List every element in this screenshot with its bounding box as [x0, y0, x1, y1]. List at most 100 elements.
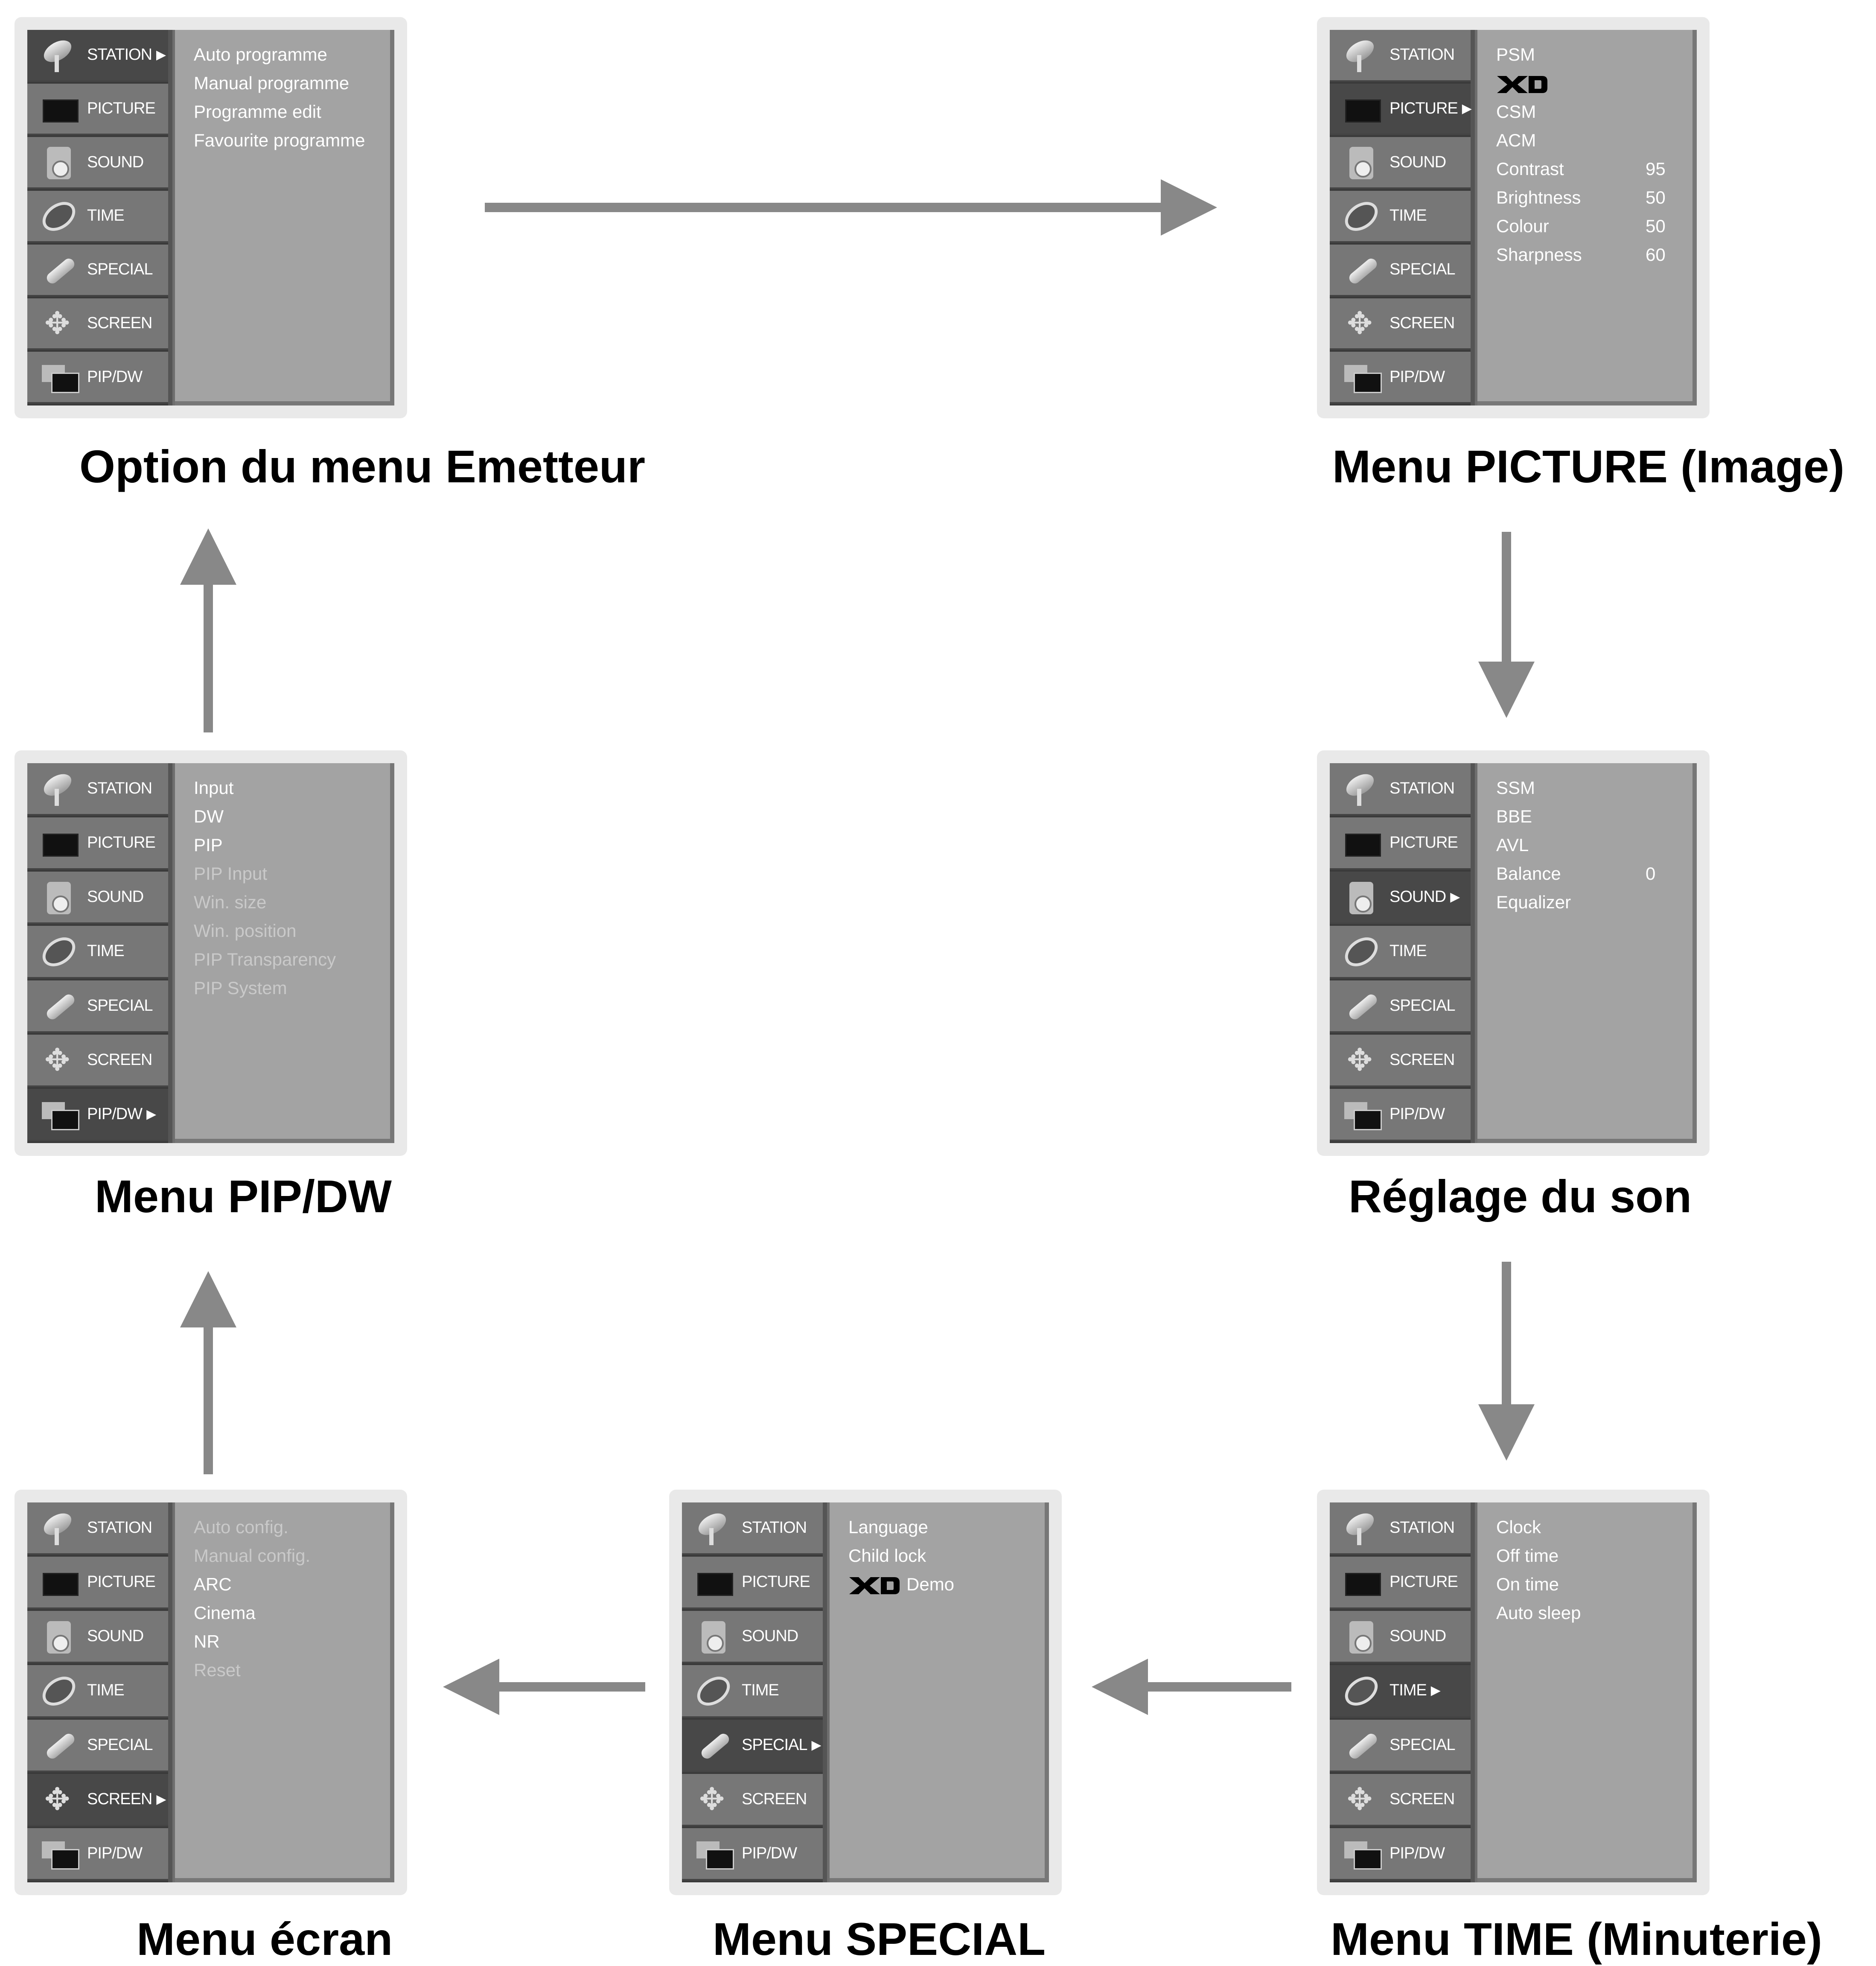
- nav-item-sound[interactable]: SOUND: [27, 872, 168, 925]
- nav-item-pipdw[interactable]: PIP/DW▶: [27, 1088, 168, 1141]
- submenu-item[interactable]: Off time: [1496, 1546, 1558, 1566]
- submenu-item[interactable]: Cinema: [194, 1603, 256, 1623]
- main-nav: STATIONPICTURESOUNDTIMESPECIAL▶SCREENPIP…: [682, 1502, 823, 1882]
- nav-label: SCREEN: [87, 1790, 152, 1808]
- nav-item-special[interactable]: SPECIAL: [1330, 980, 1471, 1033]
- submenu-item[interactable]: AVL: [1496, 835, 1529, 855]
- nav-item-screen[interactable]: SCREEN: [1330, 1034, 1471, 1087]
- submenu-item[interactable]: NR: [194, 1631, 220, 1652]
- nav-item-special[interactable]: SPECIAL: [27, 1719, 168, 1772]
- submenu-item[interactable]: Input: [194, 778, 233, 798]
- nav-item-time[interactable]: TIME: [27, 1665, 168, 1718]
- submenu-item[interactable]: Clock: [1496, 1517, 1541, 1537]
- submenu-item[interactable]: SSM: [1496, 778, 1535, 798]
- submenu-item: Win. position: [194, 921, 296, 941]
- nav-item-special[interactable]: SPECIAL: [27, 980, 168, 1033]
- nav-label: SCREEN: [1390, 1050, 1455, 1069]
- submenu-item-label: PSM: [1496, 44, 1535, 64]
- submenu-item[interactable]: Auto programme: [194, 44, 327, 65]
- nav-item-picture[interactable]: PICTURE▶: [1330, 83, 1472, 136]
- nav-item-picture[interactable]: PICTURE: [27, 817, 168, 870]
- nav-item-picture[interactable]: PICTURE: [1330, 817, 1471, 870]
- nav-item-time[interactable]: TIME: [27, 191, 168, 243]
- nav-label: SPECIAL: [742, 1736, 808, 1754]
- nav-item-picture[interactable]: PICTURE: [682, 1557, 823, 1610]
- caption-picture: Menu PICTURE (Image): [1332, 440, 1845, 492]
- nav-item-screen[interactable]: SCREEN: [1330, 1773, 1471, 1826]
- nav-item-station[interactable]: STATION: [1330, 30, 1471, 82]
- submenu-item[interactable]: Auto sleep: [1496, 1603, 1581, 1623]
- nav-item-pipdw[interactable]: PIP/DW: [27, 1828, 168, 1881]
- nav-item-station[interactable]: STATION: [27, 1502, 168, 1555]
- nav-item-pipdw[interactable]: PIP/DW: [1330, 1088, 1471, 1141]
- submenu-item: Auto config.: [194, 1517, 288, 1537]
- nav-item-station[interactable]: STATION: [1330, 1502, 1471, 1555]
- nav-item-station[interactable]: STATION: [682, 1502, 823, 1555]
- nav-item-station[interactable]: STATION: [1330, 763, 1471, 816]
- submenu-item[interactable]: BBE: [1496, 806, 1532, 827]
- nav-item-sound[interactable]: SOUND: [1330, 1611, 1471, 1664]
- nav-item-station[interactable]: STATION▶: [27, 30, 168, 82]
- nav-item-special[interactable]: SPECIAL: [1330, 244, 1471, 297]
- submenu-item[interactable]: Equalizer: [1496, 892, 1571, 913]
- submenu-item-label: AVL: [1496, 835, 1529, 855]
- nav-item-screen[interactable]: SCREEN: [27, 298, 168, 350]
- nav-item-time[interactable]: TIME: [1330, 191, 1471, 243]
- nav-item-sound[interactable]: SOUND: [27, 1611, 168, 1664]
- submenu-item[interactable]: Language: [848, 1517, 928, 1537]
- submenu-item[interactable]: ARC: [194, 1574, 232, 1595]
- nav-item-special[interactable]: SPECIAL▶: [682, 1719, 823, 1772]
- nav-item-station[interactable]: STATION: [27, 763, 168, 816]
- nav-item-sound[interactable]: SOUND: [27, 137, 168, 190]
- nav-item-screen[interactable]: SCREEN: [682, 1773, 823, 1826]
- nav-item-pipdw[interactable]: PIP/DW: [27, 352, 168, 404]
- speaker-icon: [1341, 1619, 1382, 1654]
- nav-item-time[interactable]: TIME: [27, 926, 168, 979]
- nav-item-pipdw[interactable]: PIP/DW: [682, 1828, 823, 1881]
- nav-item-time[interactable]: TIME▶: [1330, 1665, 1471, 1718]
- nav-item-sound[interactable]: SOUND▶: [1330, 872, 1471, 925]
- nav-item-time[interactable]: TIME: [682, 1665, 823, 1718]
- submenu-item[interactable]: ACM: [1496, 130, 1536, 151]
- nav-item-picture[interactable]: PICTURE: [27, 83, 168, 136]
- nav-label: PICTURE: [87, 99, 156, 118]
- submenu-item[interactable]: Favourite programme: [194, 130, 365, 151]
- submenu-item[interactable]: PSM: [1496, 44, 1535, 65]
- nav-item-sound[interactable]: SOUND: [682, 1611, 823, 1664]
- nav-label: SPECIAL: [1390, 260, 1456, 279]
- nav-item-pipdw[interactable]: PIP/DW: [1330, 352, 1471, 404]
- submenu-item[interactable]: DW: [194, 806, 224, 827]
- nav-item-special[interactable]: SPECIAL: [1330, 1719, 1471, 1772]
- submenu-item[interactable]: Demo: [848, 1574, 954, 1595]
- submenu-item[interactable]: [1496, 73, 1548, 94]
- submenu-item[interactable]: Child lock: [848, 1546, 926, 1566]
- submenu-item-label: NR: [194, 1631, 220, 1651]
- submenu-item-value: 50: [1646, 216, 1666, 236]
- nav-item-pipdw[interactable]: PIP/DW: [1330, 1828, 1471, 1881]
- submenu-item[interactable]: Programme edit: [194, 102, 321, 122]
- nav-item-picture[interactable]: PICTURE: [27, 1557, 168, 1610]
- nav-item-sound[interactable]: SOUND: [1330, 137, 1471, 190]
- nav-item-screen[interactable]: SCREEN: [27, 1034, 168, 1087]
- nav-item-screen[interactable]: SCREEN: [1330, 298, 1471, 350]
- submenu-item-label: Input: [194, 778, 234, 798]
- submenu-item[interactable]: PIP: [194, 835, 223, 855]
- nav-item-special[interactable]: SPECIAL: [27, 244, 168, 297]
- nav-item-picture[interactable]: PICTURE: [1330, 1557, 1471, 1610]
- submenu-item[interactable]: On time: [1496, 1574, 1559, 1595]
- xd-logo-icon: [1497, 76, 1547, 93]
- dish-icon: [1341, 1511, 1382, 1545]
- nav-item-time[interactable]: TIME: [1330, 926, 1471, 979]
- submenu-item[interactable]: Manual programme: [194, 73, 349, 93]
- nav-item-screen[interactable]: SCREEN▶: [27, 1773, 168, 1826]
- submenu-item[interactable]: CSM: [1496, 102, 1536, 122]
